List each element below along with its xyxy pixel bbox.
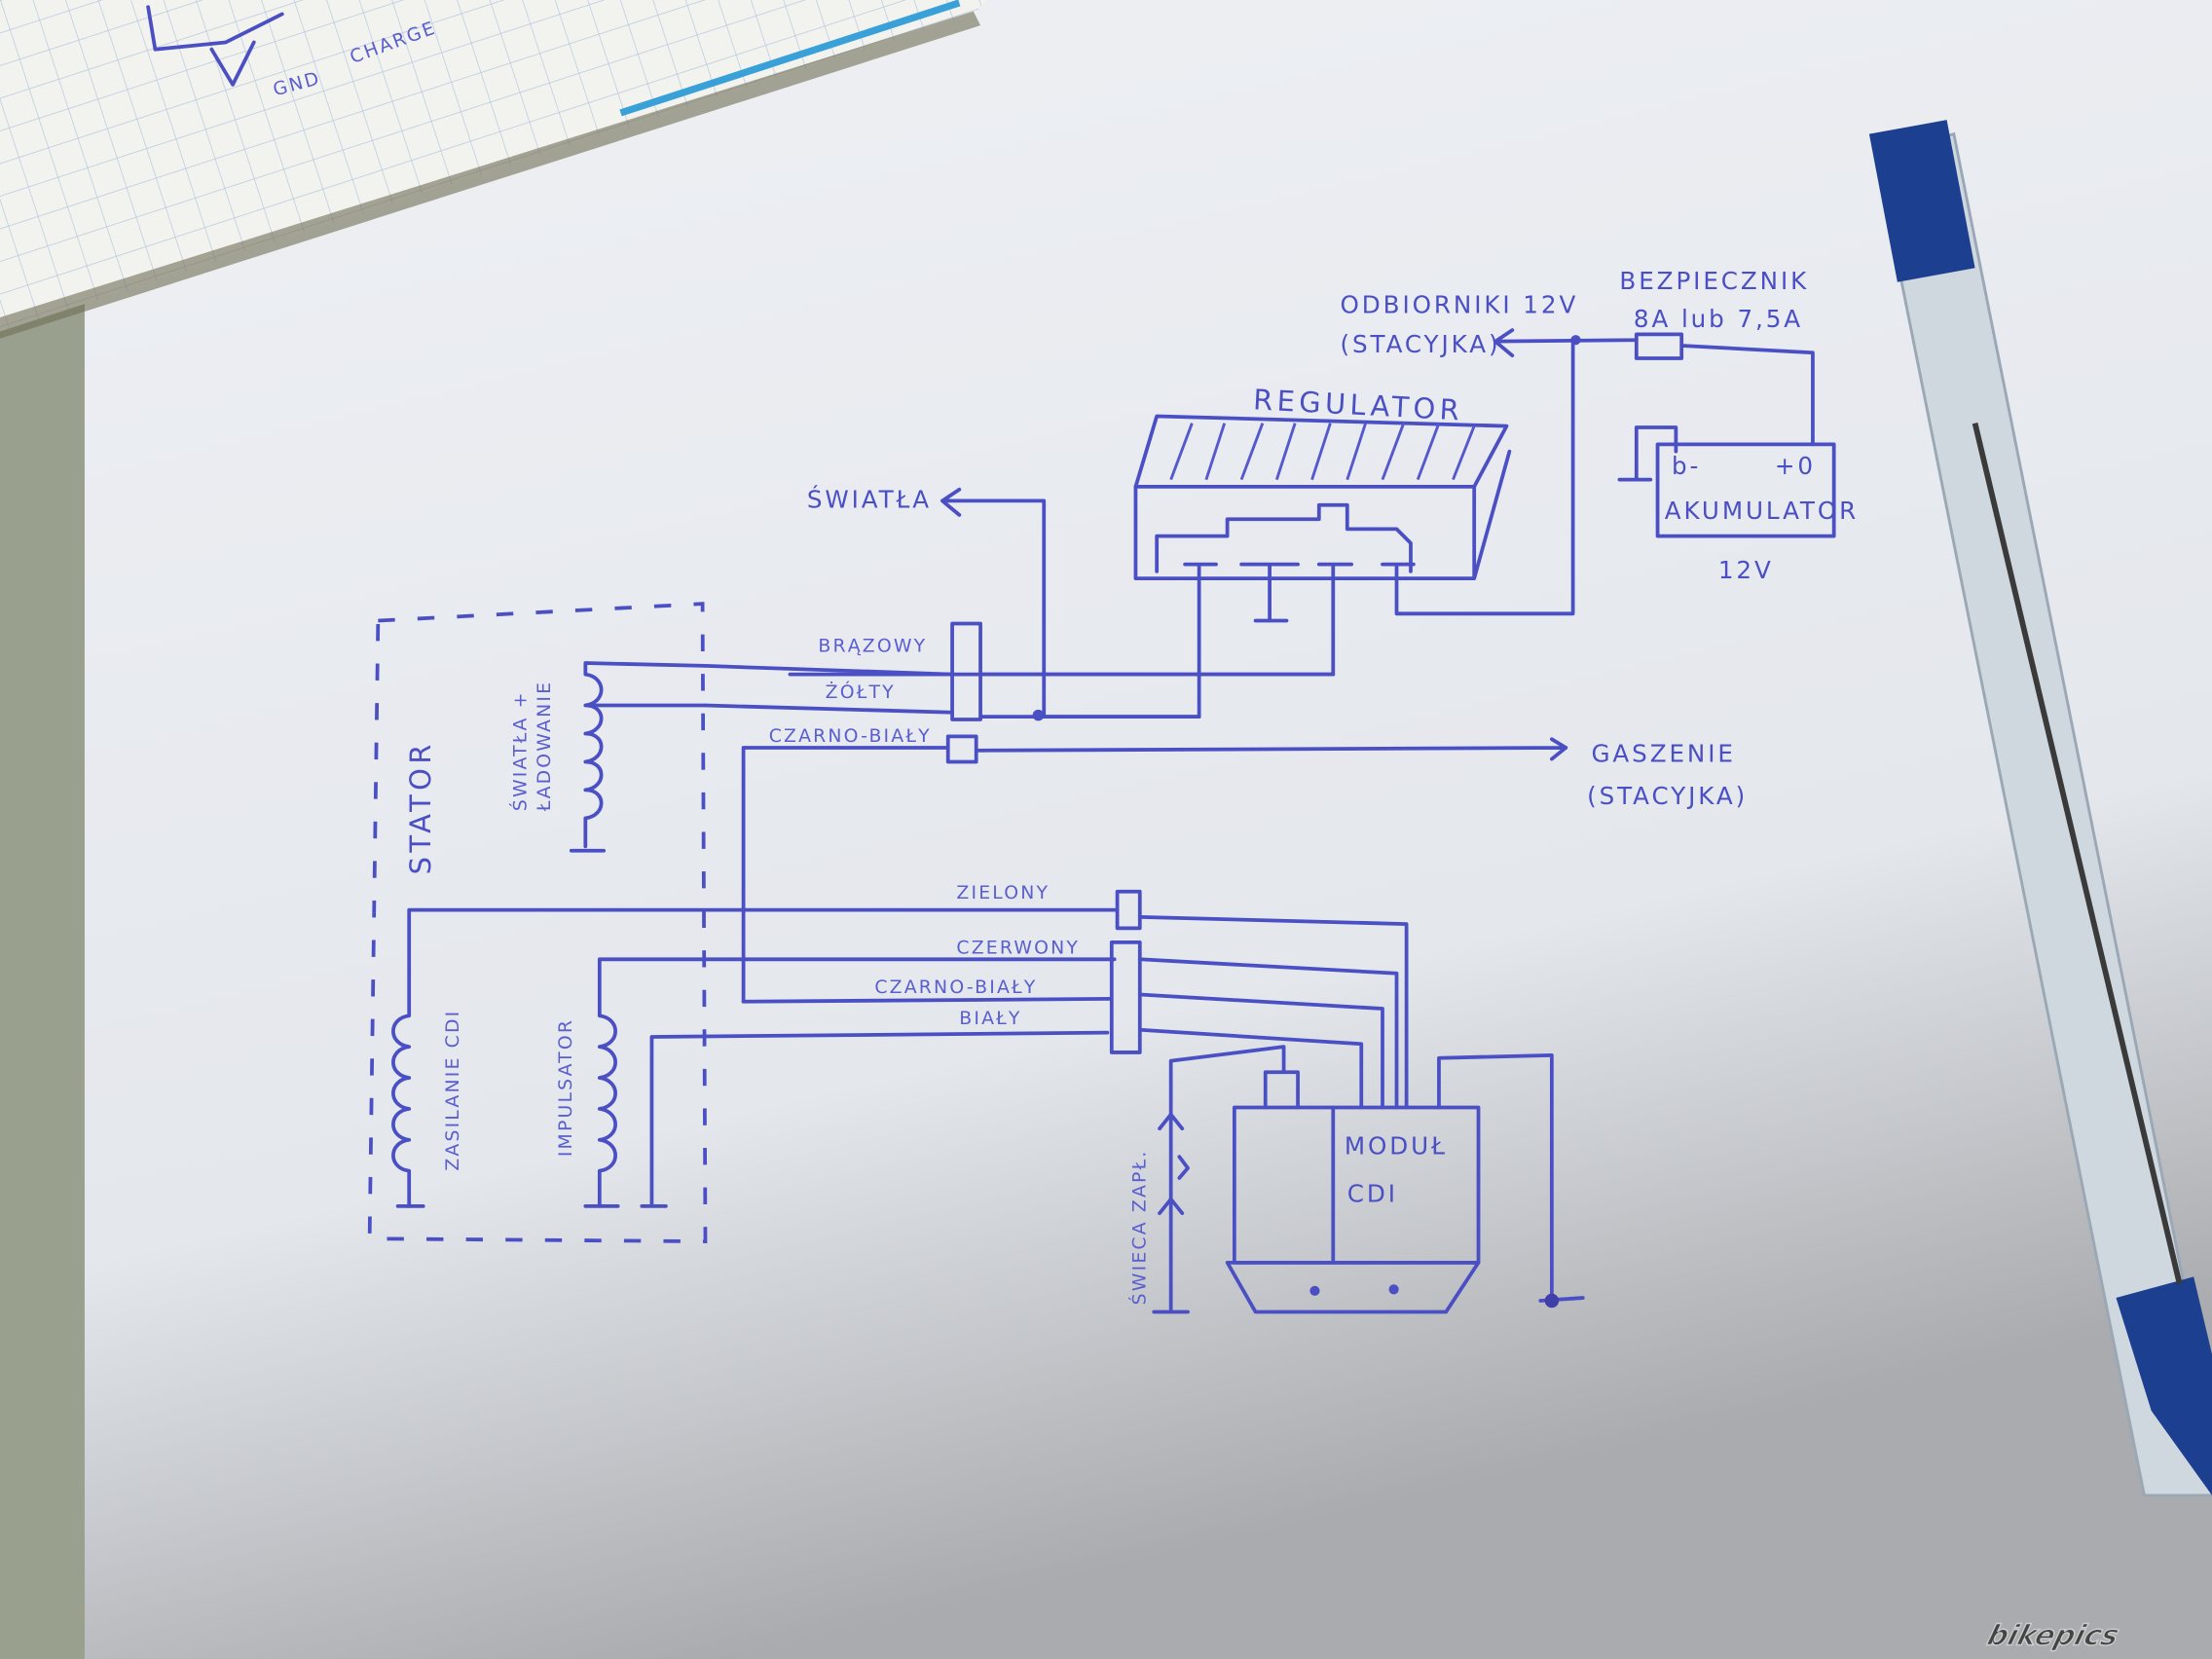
arrow-icon: [1493, 328, 1639, 358]
coil-icon: [583, 661, 708, 849]
spark-plug-icon: [1158, 1112, 1190, 1216]
ground-icon: [1617, 425, 1678, 482]
battery-voltage: 12V: [1718, 556, 1774, 584]
coil-icon: [391, 907, 1117, 1208]
wire-label-red: CZERWONY: [956, 939, 1080, 959]
ground-icon: [1239, 562, 1300, 623]
pen: [1868, 120, 2212, 1497]
battery-title: AKUMULATOR: [1665, 497, 1859, 525]
wire-label-black-white: CZARNO-BIAŁY: [769, 726, 932, 747]
wire-label-white: BIAŁY: [959, 1009, 1021, 1029]
cdi-module: MODUŁ CDI ŚWIECA ZAPŁ.: [1127, 1045, 1585, 1314]
wire-label-green: ZIELONY: [956, 883, 1050, 903]
wire-label-brown: BRĄZOWY: [818, 636, 927, 656]
stator-title: STATOR: [404, 740, 437, 874]
arrow-icon: [940, 487, 1047, 719]
battery-neg: b-: [1672, 452, 1701, 480]
wire-label-black-white-2: CZARNO-BIAŁY: [874, 977, 1037, 998]
kill-label: GASZENIE: [1591, 739, 1735, 767]
cdi-label: MODUŁ: [1345, 1131, 1448, 1160]
battery: b- +0 AKUMULATOR 12V: [1617, 425, 1859, 584]
loads-label: ODBIORNIKI 12V: [1341, 291, 1579, 319]
notebook: GND CHARGE: [0, 0, 988, 339]
coil-lights-label: ŚWIATŁA +: [507, 690, 531, 811]
junction-dot: [1570, 335, 1581, 346]
fuse-rating: 8A lub 7,5A: [1634, 305, 1803, 333]
lights-label: ŚWIATŁA: [807, 485, 932, 514]
connector-top: [950, 621, 982, 721]
paper-sheet: [84, 0, 2212, 1659]
spark-plug-label: ŚWIECA ZAPŁ.: [1127, 1149, 1151, 1305]
wire-label-yellow: ŻÓŁTY: [826, 680, 896, 703]
coil-icon: [597, 957, 1117, 1208]
stator: STATOR ŚWIATŁA + ŁADOWANIE ZASILANIE CDI…: [367, 602, 1117, 1244]
connector-green: [1115, 889, 1142, 931]
arrow-icon: [741, 737, 1568, 1004]
cdi-sublabel: CDI: [1347, 1180, 1398, 1208]
fuse-label: BEZPIECZNIK: [1619, 267, 1809, 295]
coil-cdi-label: ZASILANIE CDI: [443, 1010, 463, 1171]
coil-lights-sublabel: ŁADOWANIE: [535, 681, 555, 812]
loads-sublabel: (STACYJKA): [1341, 330, 1501, 358]
coil-pickup-label: IMPULSATOR: [556, 1018, 576, 1157]
battery-pos: +0: [1775, 452, 1816, 480]
notebook-edge-line: [619, 0, 961, 117]
watermark-logo: bikepics: [1984, 1619, 2123, 1651]
kill-sublabel: (STACYJKA): [1587, 782, 1748, 810]
